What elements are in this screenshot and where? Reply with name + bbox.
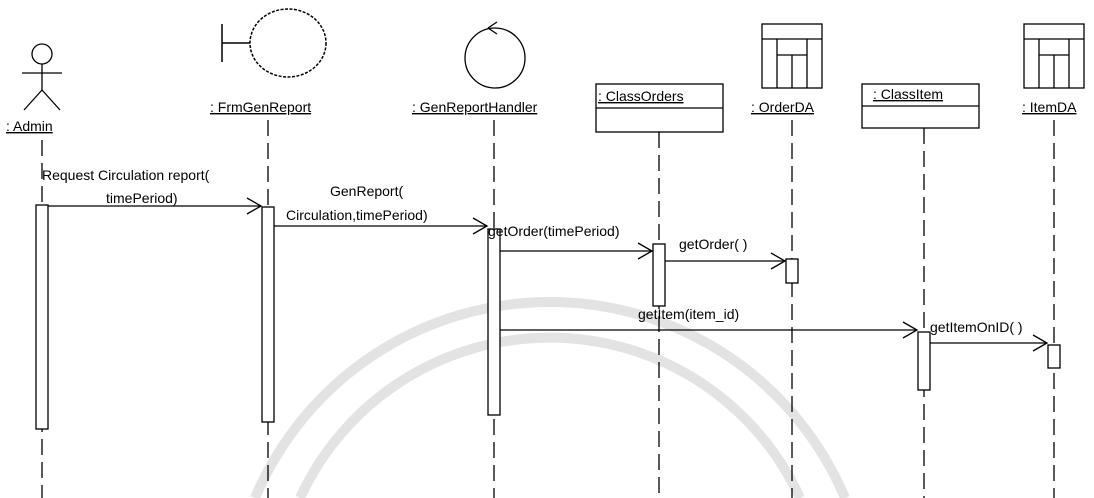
participant-label: : ClassOrders [598, 88, 684, 104]
message-label: getOrder( ) [679, 236, 747, 252]
participant-label: : FrmGenReport [210, 99, 311, 115]
participant-label: : ClassItem [873, 86, 943, 102]
message-label: timePeriod) [106, 190, 178, 206]
message-label: getItemOnID( ) [930, 319, 1023, 335]
message-label: getOrder(timePeriod) [488, 223, 620, 239]
message-arrow [500, 242, 654, 260]
activation-bar [917, 331, 931, 391]
participant-label: : ItemDA [1022, 99, 1077, 115]
entity-table-icon [1023, 23, 1085, 89]
activation-bar [1047, 344, 1061, 369]
activation-bar [785, 258, 799, 284]
watermark-seal [250, 297, 850, 498]
activation-bar [35, 204, 49, 430]
participant-label: : GenReportHandler [412, 99, 538, 115]
activation-bar [487, 228, 501, 416]
boundary-icon [221, 8, 327, 78]
message-arrow [500, 321, 919, 339]
activation-bar [652, 243, 666, 307]
message-arrow [274, 217, 489, 235]
activation-bar [261, 206, 275, 423]
participant-label: : OrderDA [751, 99, 815, 115]
participant-label: : Admin [6, 118, 53, 134]
actor-icon [22, 43, 62, 111]
message-arrow [930, 334, 1049, 352]
entity-table-icon [761, 23, 823, 89]
message-arrow [665, 252, 787, 270]
message-label: Request Circulation report( [42, 167, 210, 183]
message-label: getItem(item_id) [638, 306, 739, 322]
class-box-icon [861, 83, 980, 129]
message-arrow [48, 197, 263, 215]
message-label: Circulation,timePeriod) [286, 207, 428, 223]
control-icon [464, 21, 526, 89]
message-label: GenReport( [330, 183, 403, 199]
